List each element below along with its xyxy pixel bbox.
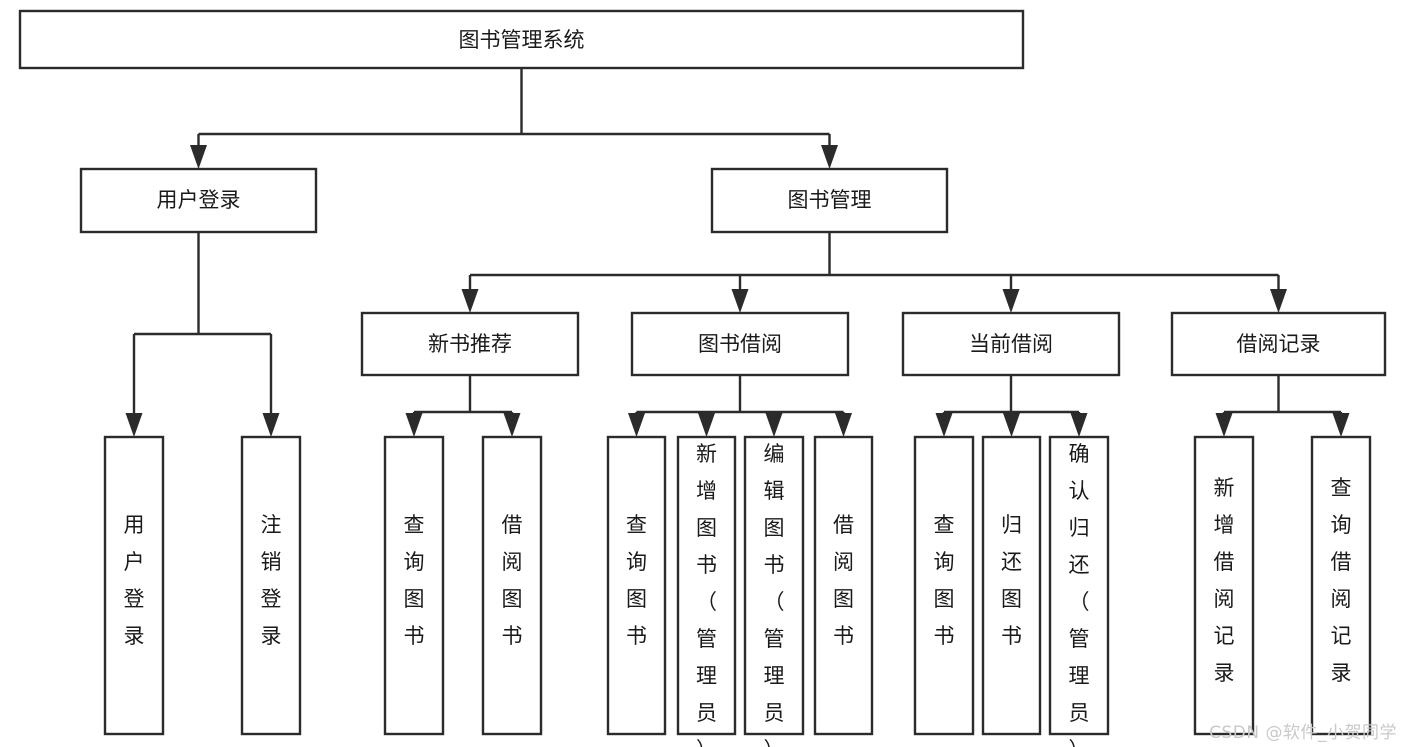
node-root-label: 图书管理系统 [459,28,585,52]
leaf-node-label: 查询图书 [626,513,647,648]
leaf-node-label: 借阅图书 [502,513,523,648]
arrow-head-icon [262,413,280,437]
arrow-head-icon [1002,289,1020,313]
leaf-node-7[interactable]: 借阅图书 [813,435,874,736]
leaf-node-4[interactable]: 查询图书 [606,435,667,736]
leaf-node-label: 确认归还（管理员） [1069,442,1090,747]
arrow-head-icon [765,413,783,437]
node-current-borrow-label: 当前借阅 [969,332,1053,356]
arrow-head-icon [628,413,645,437]
node-user-login-label: 用户登录 [157,188,241,212]
arrow-head-icon [835,413,852,437]
arrow-head-icon [1270,289,1287,313]
leaf-node-label: 查询图书 [404,513,425,648]
arrow-head-icon [503,413,521,437]
leaf-node-label: 借阅图书 [833,513,854,648]
leaf-node-11[interactable]: 新增借阅记录 [1193,435,1255,736]
arrow-head-icon [1070,413,1088,437]
leaf-node-9[interactable]: 归还图书 [981,435,1042,736]
leaf-node-2[interactable]: 查询图书 [383,435,445,736]
arrow-head-icon [731,289,749,313]
leaf-node-label: 用户登录 [124,513,145,648]
arrow-head-icon [1215,413,1233,437]
arrow-head-icon [190,145,207,169]
node-borrow-record[interactable]: 借阅记录 [1170,311,1387,377]
arrow-head-icon [1332,413,1350,437]
arrow-head-icon [461,289,479,313]
leaf-node-10[interactable]: 确认归还（管理员） [1048,435,1110,747]
node-new-book-recommend-label: 新书推荐 [428,332,512,356]
node-book-borrow[interactable]: 图书借阅 [630,311,850,377]
arrow-head-icon [935,413,953,437]
node-user-login[interactable]: 用户登录 [79,167,318,234]
leaf-node-label: 编辑图书（管理员） [764,442,785,747]
node-book-management[interactable]: 图书管理 [710,167,949,234]
arrow-head-icon [698,413,715,437]
leaf-node-5[interactable]: 新增图书（管理员） [676,435,737,747]
leaf-node-label: 注销登录 [261,513,282,648]
arrow-head-icon [125,413,143,437]
leaf-node-label: 归还图书 [1001,513,1022,648]
leaf-node-label: 查询借阅记录 [1331,476,1352,685]
leaf-node-1[interactable]: 注销登录 [240,435,302,736]
node-root[interactable]: 图书管理系统 [18,9,1025,70]
leaf-node-label: 新增借阅记录 [1214,476,1235,685]
node-book-borrow-label: 图书借阅 [698,332,782,356]
leaf-node-12[interactable]: 查询借阅记录 [1310,435,1372,736]
leaf-node-0[interactable]: 用户登录 [103,435,165,736]
leaf-node-3[interactable]: 借阅图书 [481,435,543,736]
connector-layer [125,68,1350,437]
arrow-head-icon [821,145,838,169]
node-current-borrow[interactable]: 当前借阅 [901,311,1121,377]
leaf-node-label: 查询图书 [934,513,955,648]
node-borrow-record-label: 借阅记录 [1237,332,1321,356]
leaf-node-6[interactable]: 编辑图书（管理员） [743,435,805,747]
leaf-node-label: 新增图书（管理员） [696,442,717,747]
node-book-management-label: 图书管理 [788,188,872,212]
node-new-book-recommend[interactable]: 新书推荐 [360,311,580,377]
leaf-node-layer: 用户登录 注销登录 查询图书 借阅图书 查询图书 新增图书（管理员） 编辑图书（管理员） 借阅… [103,435,1372,747]
arrow-head-icon [405,413,423,437]
leaf-node-8[interactable]: 查询图书 [913,435,975,736]
arrow-head-icon [1003,413,1020,437]
